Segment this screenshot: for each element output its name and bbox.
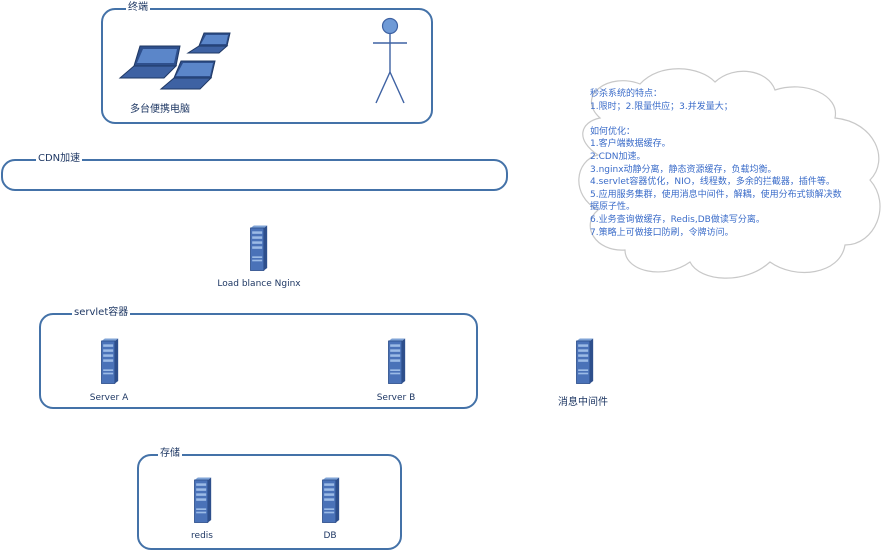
optimization-note: 秒杀系统的特点： 1.限时；2.限量供应；3.并发量大； 如何优化： 1.客户端… — [590, 88, 890, 239]
note-line: 7.策略上可做接口防刷，令牌访问。 — [590, 227, 734, 238]
note-line: 4.servlet容器优化，NIO，线程数，多余的拦截器，插件等。 — [590, 177, 835, 188]
storage-group-label: 存储 — [158, 448, 182, 460]
cdn-group-label: CDN加速 — [36, 153, 83, 165]
note-line: 3.nginx动静分离，静态资源缓存，负载均衡。 — [590, 164, 777, 175]
terminal-group-label: 终端 — [126, 2, 150, 14]
nginx-label: Load blance Nginx — [217, 279, 301, 289]
storage-group — [137, 454, 402, 550]
note-line: 2.CDN加速。 — [590, 151, 646, 162]
note-line: 6.业务查询做缓存，Redis,DB做读写分离。 — [590, 214, 765, 225]
note-line: 1.限时；2.限量供应；3.并发量大； — [590, 101, 733, 112]
server-a-icon — [101, 338, 119, 384]
db-server-icon — [322, 477, 340, 523]
nginx-server-icon — [250, 225, 268, 271]
redis-server-icon — [194, 477, 212, 523]
note-line: 5.应用服务集群，使用消息中间件，解耦，使用分布式锁解决数 — [590, 189, 842, 200]
terminal-group — [101, 8, 433, 124]
note-line: 如何优化： — [590, 126, 636, 137]
note-line — [590, 113, 890, 126]
server-b-icon — [388, 338, 406, 384]
note-line: 秒杀系统的特点： — [590, 89, 663, 99]
db-label: DB — [323, 531, 337, 541]
server-b-label: Server B — [376, 393, 416, 403]
mq-server-icon — [576, 338, 594, 384]
laptops-label: 多台便携电脑 — [130, 104, 190, 115]
servlet-group-label: servlet容器 — [72, 307, 131, 319]
note-line: 据原子性。 — [590, 202, 636, 213]
cdn-group — [1, 159, 508, 191]
server-a-label: Server A — [89, 393, 129, 403]
mq-label: 消息中间件 — [558, 397, 608, 408]
note-line: 1.客户端数据缓存。 — [590, 139, 671, 150]
redis-label: redis — [191, 531, 213, 541]
servlet-group — [39, 313, 478, 409]
